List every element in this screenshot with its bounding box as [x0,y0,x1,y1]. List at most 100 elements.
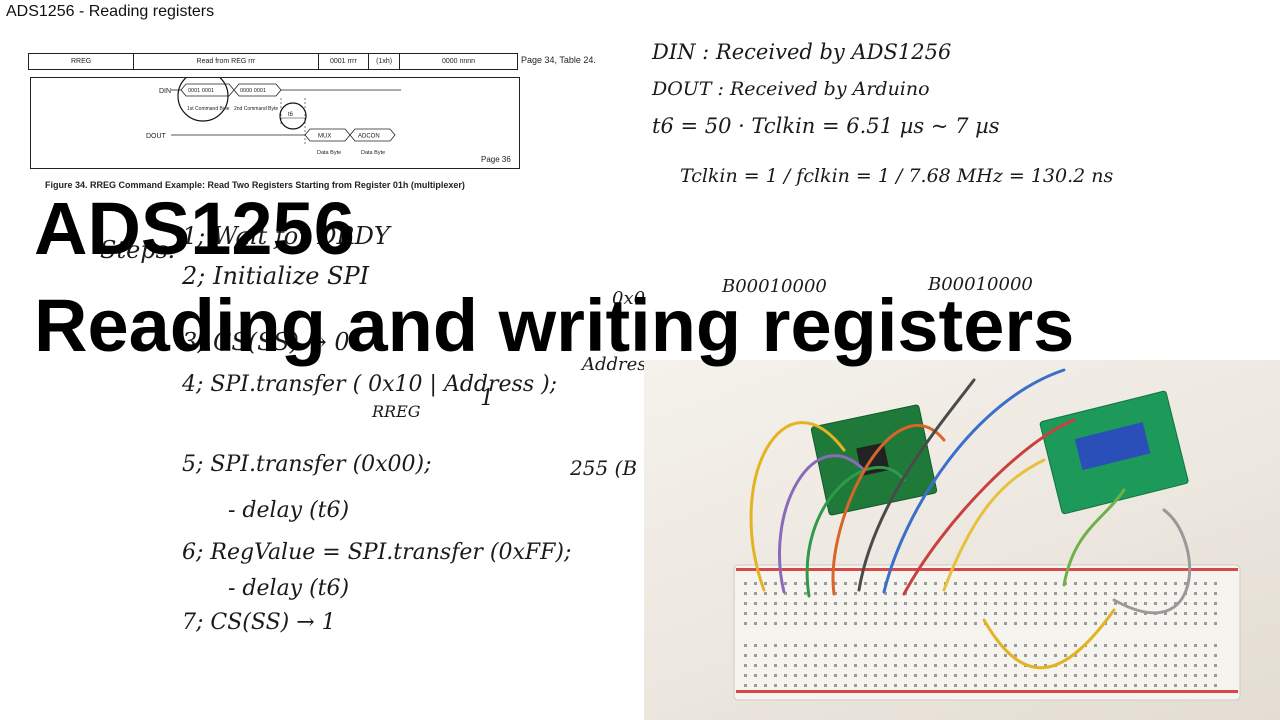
breadboard-hole [1024,592,1027,595]
breadboard-hole [744,592,747,595]
din-byte-2: 0000 0001 [240,88,266,94]
breadboard-hole [1204,622,1207,625]
breadboard-hole [1164,674,1167,677]
breadboard-hole [774,622,777,625]
breadboard-hole [854,684,857,687]
breadboard-hole [854,654,857,657]
breadboard-hole [1074,622,1077,625]
note-step-2: 2; Initialize SPI [182,262,370,290]
breadboard-hole [1124,582,1127,585]
table-cell: Read from REG rrr [134,54,319,69]
breadboard-hole [1074,654,1077,657]
breadboard-hole [1004,674,1007,677]
breadboard-hole [1044,612,1047,615]
breadboard-hole [814,602,817,605]
breadboard-hole [814,664,817,667]
breadboard-hole [1144,582,1147,585]
breadboard-hole [844,644,847,647]
breadboard-hole [864,674,867,677]
breadboard-hole [1174,602,1177,605]
breadboard-hole [1014,684,1017,687]
breadboard-hole [994,602,997,605]
breadboard-hole [1134,684,1137,687]
t6-label: t6 [288,112,294,118]
breadboard-hole [1064,684,1067,687]
breadboard-hole [1154,654,1157,657]
table-cell: 0000 nnnn [441,58,476,65]
breadboard-hole [1144,674,1147,677]
breadboard-hole [864,654,867,657]
breadboard-hole [894,664,897,667]
breadboard-hole [874,684,877,687]
breadboard-hole [1114,654,1117,657]
breadboard-hole [744,612,747,615]
breadboard-hole [954,654,957,657]
breadboard-hole [1094,674,1097,677]
breadboard-hole [744,664,747,667]
breadboard-hole [844,684,847,687]
breadboard-hole [804,664,807,667]
breadboard-hole [1114,592,1117,595]
breadboard-hole [954,602,957,605]
breadboard-hole [934,644,937,647]
breadboard-hole [864,684,867,687]
breadboard-hole [834,644,837,647]
breadboard-hole [964,622,967,625]
breadboard-hole [1114,582,1117,585]
breadboard-hole [954,622,957,625]
breadboard-hole [1014,582,1017,585]
note-t6: t6 = 50 · Tclkin = 6.51 µs ~ 7 µs [652,114,1000,138]
breadboard-hole [794,622,797,625]
breadboard-hole [994,664,997,667]
breadboard-hole [1024,622,1027,625]
breadboard-hole [814,612,817,615]
breadboard-hole [1094,612,1097,615]
breadboard-hole [1044,654,1047,657]
breadboard-hole [864,612,867,615]
note-255: 255 (B [570,456,638,480]
breadboard-hole [964,654,967,657]
breadboard-hole [764,582,767,585]
breadboard-hole [1014,664,1017,667]
timing-diagram: DIN 0001 0001 0000 0001 1st Command Byte… [30,77,520,169]
breadboard-hole [1044,674,1047,677]
breadboard-hole [824,674,827,677]
breadboard-hole [954,582,957,585]
breadboard-hole [854,602,857,605]
breadboard-hole [1174,592,1177,595]
breadboard-hole [1014,592,1017,595]
breadboard-hole [974,592,977,595]
breadboard-hole [1184,654,1187,657]
breadboard-hole [754,622,757,625]
breadboard-hole [994,684,997,687]
breadboard-hole [1094,684,1097,687]
breadboard-hole [1084,592,1087,595]
breadboard-hole [964,592,967,595]
breadboard-hole [754,664,757,667]
breadboard-hole [804,612,807,615]
breadboard-hole [754,654,757,657]
breadboard-hole [744,684,747,687]
note-delay-1: - delay (t6) [228,498,350,523]
breadboard-hole [834,654,837,657]
jumper-wire [1112,508,1192,615]
breadboard-hole [944,664,947,667]
breadboard-hole [1184,602,1187,605]
breadboard-hole [934,674,937,677]
breadboard-hole [1034,582,1037,585]
breadboard-hole [924,602,927,605]
breadboard-hole [1064,622,1067,625]
breadboard-hole [744,644,747,647]
breadboard-hole [804,582,807,585]
breadboard-hole [1124,684,1127,687]
breadboard-hole [914,622,917,625]
breadboard-hole [1164,612,1167,615]
breadboard-hole [1194,602,1197,605]
breadboard-hole [794,684,797,687]
breadboard-hole [954,644,957,647]
breadboard-hole [944,622,947,625]
breadboard-hole [1024,602,1027,605]
breadboard-hole [994,674,997,677]
breadboard-hole [814,674,817,677]
note-delay-2: - delay (t6) [228,576,350,601]
